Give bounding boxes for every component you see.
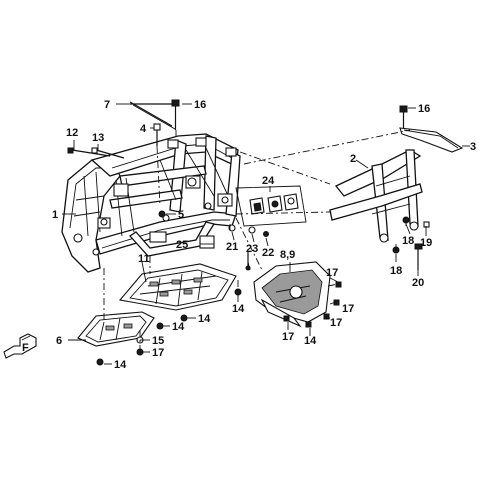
callout-20: 21 bbox=[226, 241, 238, 253]
bolt-15-right bbox=[399, 105, 408, 113]
bracket-kit-23 bbox=[235, 185, 307, 227]
callout-17-b: 18 bbox=[390, 265, 402, 277]
front-direction-arrow: F bbox=[3, 333, 37, 359]
main-frame bbox=[61, 133, 241, 273]
callout-16-d: 17 bbox=[330, 317, 342, 329]
bolt-18 bbox=[423, 221, 430, 228]
callout-8-9: 8,9 bbox=[280, 249, 295, 261]
callout-21: 22 bbox=[262, 247, 274, 259]
nut-20 bbox=[228, 224, 236, 232]
callout-16-e: 17 bbox=[282, 331, 294, 343]
callout-22: 23 bbox=[246, 243, 258, 255]
callout-1: 1 bbox=[52, 209, 58, 221]
callout-15-top: 16 bbox=[194, 99, 206, 111]
callout-23: 24 bbox=[262, 175, 275, 187]
bolt-11 bbox=[67, 147, 111, 157]
callout-10: 7 bbox=[104, 99, 110, 111]
bolt-16-c bbox=[323, 313, 330, 320]
nut-21 bbox=[263, 231, 269, 237]
bolt-19 bbox=[414, 243, 423, 270]
callout-13-c: 14 bbox=[198, 313, 211, 325]
bolt-16-d bbox=[283, 315, 290, 322]
front-arrow-label: F bbox=[22, 342, 29, 354]
skid-plate-front bbox=[77, 311, 155, 347]
rear-sub-frame bbox=[329, 127, 464, 243]
callout-3: 3 bbox=[470, 141, 476, 153]
callout-6: 6 bbox=[56, 335, 62, 347]
callout-16-a: 17 bbox=[152, 347, 164, 359]
callout-11: 12 bbox=[66, 127, 78, 139]
bolt-15-top bbox=[171, 99, 180, 130]
bolt-13-d bbox=[96, 358, 104, 366]
bolt-13-e bbox=[305, 321, 312, 328]
callout-4: 4 bbox=[140, 123, 147, 135]
callout-18: 19 bbox=[420, 237, 432, 249]
callout-13-d: 14 bbox=[232, 303, 245, 315]
callout-16-b: 17 bbox=[326, 267, 338, 279]
bolt-5 bbox=[158, 210, 166, 218]
callout-7: 11 bbox=[138, 253, 150, 265]
skid-plate-center bbox=[118, 263, 237, 311]
bolt-4 bbox=[153, 123, 161, 146]
callout-24: 25 bbox=[176, 239, 188, 251]
plate-24 bbox=[199, 235, 215, 249]
callout-16-c: 17 bbox=[342, 303, 354, 315]
callout-5: 5 bbox=[178, 209, 184, 221]
bolt-16-a bbox=[335, 281, 342, 288]
callout-19: 20 bbox=[412, 277, 424, 289]
leader-lines bbox=[62, 103, 470, 365]
nut-22 bbox=[248, 226, 256, 234]
assembly-dashed-lines bbox=[103, 129, 411, 350]
callout-2: 2 bbox=[350, 153, 356, 165]
callout-15-right: 16 bbox=[418, 103, 430, 115]
rod-10 bbox=[129, 101, 176, 130]
callout-14: 15 bbox=[152, 335, 164, 347]
callout-12: 13 bbox=[92, 132, 104, 144]
callout-labels: 7 16 4 12 13 1 5 11 6 14 14 14 15 17 14 … bbox=[52, 99, 476, 371]
bolt-12 bbox=[91, 147, 125, 159]
callout-13-e: 14 bbox=[304, 335, 317, 347]
callout-13-a: 14 bbox=[114, 359, 127, 371]
callout-17-a: 18 bbox=[402, 235, 414, 247]
guard-part-8-9 bbox=[253, 261, 331, 328]
callout-13-b: 14 bbox=[172, 321, 185, 333]
